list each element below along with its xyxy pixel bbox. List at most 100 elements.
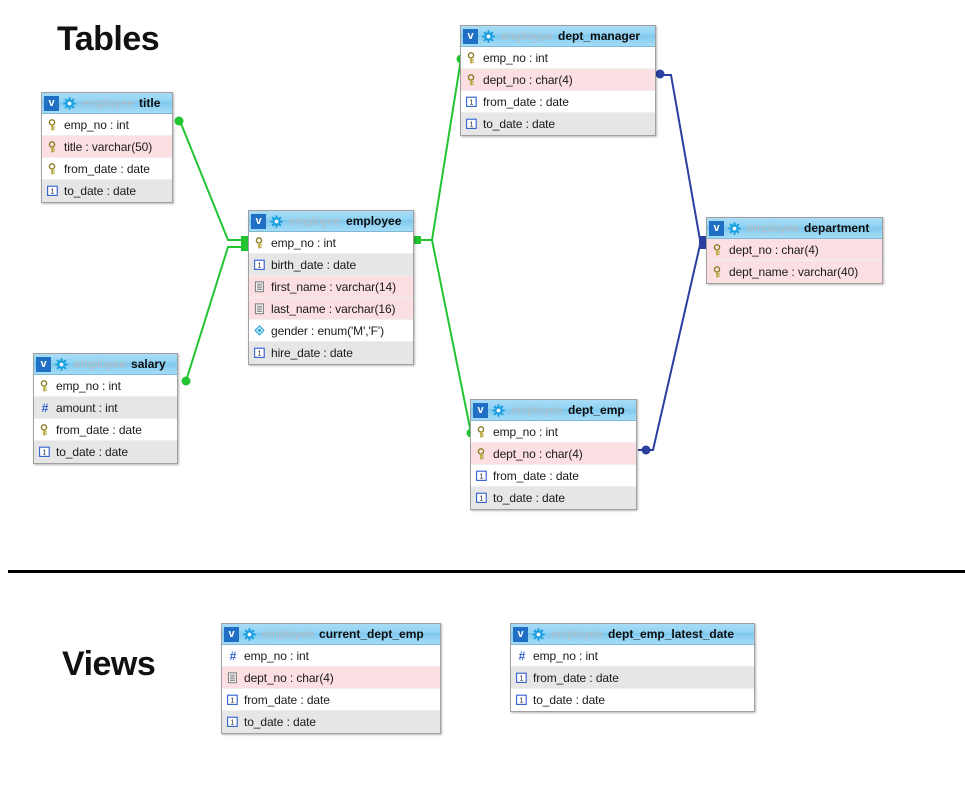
key-icon xyxy=(47,162,59,175)
gear-icon xyxy=(270,214,283,228)
svg-text:1: 1 xyxy=(469,121,473,128)
entity-field-row[interactable]: title : varchar(50) xyxy=(42,136,172,158)
entity-field-row[interactable]: from_date : date xyxy=(42,158,172,180)
text-icon xyxy=(254,280,266,293)
entity-field-row[interactable]: #amount : int xyxy=(34,397,177,419)
entity-field-row[interactable]: dept_no : char(4) xyxy=(222,667,440,689)
entity-field-row[interactable]: emp_no : int xyxy=(461,47,655,69)
entity-field-row[interactable]: gender : enum('M','F') xyxy=(249,320,413,342)
entity-schema-label: employee xyxy=(501,29,554,43)
relationship-dept-emp-department[interactable] xyxy=(638,241,706,455)
entity-field-row[interactable]: emp_no : int xyxy=(42,114,172,136)
key-icon xyxy=(712,266,724,278)
view-badge-icon: v xyxy=(463,28,478,44)
key-icon xyxy=(39,379,51,392)
entity-field-row[interactable]: emp_no : int xyxy=(249,232,413,254)
entity-schema-label: employee xyxy=(74,357,127,371)
tables-section-title: Tables xyxy=(57,20,160,58)
key-icon xyxy=(39,423,51,436)
entity-field-row[interactable]: 1 to_date : date xyxy=(222,711,440,733)
gear-icon xyxy=(243,627,256,641)
gear-icon xyxy=(63,96,76,110)
entity-field-label: last_name : varchar(16) xyxy=(271,301,396,316)
relationship-employee-title[interactable] xyxy=(174,116,249,245)
entity-field-label: to_date : date xyxy=(244,715,316,729)
entity-name-label: dept_emp_latest_date xyxy=(608,627,735,641)
entity-field-row[interactable]: dept_no : char(4) xyxy=(461,69,655,91)
entity-field-row[interactable]: 1 from_date : date xyxy=(222,689,440,711)
entity-field-row[interactable]: last_name : varchar(16) xyxy=(249,298,413,320)
entity-salary[interactable]: v employee salary emp_no : int#amount : int… xyxy=(33,353,178,464)
entity-field-row[interactable]: dept_no : char(4) xyxy=(471,443,636,465)
entity-name-label: title xyxy=(139,96,161,110)
entity-name-label: department xyxy=(804,221,870,235)
entity-field-label: to_date : date xyxy=(56,445,128,459)
entity-field-row[interactable]: 1 to_date : date xyxy=(461,113,655,135)
entity-field-label: from_date : date xyxy=(64,161,150,176)
key-icon xyxy=(466,73,478,86)
view-badge-icon: v xyxy=(36,356,51,372)
entity-header-salary[interactable]: v employee salary xyxy=(34,354,177,375)
date-icon: 1 xyxy=(227,716,239,728)
entity-field-row[interactable]: dept_no : char(4) xyxy=(707,239,882,261)
entity-schema-label: employee xyxy=(551,627,604,641)
entity-field-row[interactable]: #emp_no : int xyxy=(511,645,754,667)
entity-field-row[interactable]: #emp_no : int xyxy=(222,645,440,667)
entity-field-label: from_date : date xyxy=(244,692,330,707)
entity-schema-label: employee xyxy=(262,627,315,641)
entity-field-row[interactable]: dept_name : varchar(40) xyxy=(707,261,882,283)
entity-schema-label: employee xyxy=(511,403,564,417)
entity-field-label: to_date : date xyxy=(483,117,555,131)
number-icon: # xyxy=(518,648,526,663)
date-icon: 1 xyxy=(254,259,266,271)
key-icon xyxy=(47,140,59,153)
entity-field-row[interactable]: emp_no : int xyxy=(34,375,177,397)
entity-field-label: from_date : date xyxy=(493,468,579,483)
entity-field-label: from_date : date xyxy=(533,670,619,685)
entity-field-row[interactable]: first_name : varchar(14) xyxy=(249,276,413,298)
relationship-employee-salary[interactable] xyxy=(181,243,249,386)
date-icon: 1 xyxy=(476,492,488,504)
date-icon: 1 xyxy=(516,694,528,706)
date-icon: 1 xyxy=(47,185,59,197)
relationship-employee-dept-emp[interactable] xyxy=(415,239,476,438)
entity-field-row[interactable]: emp_no : int xyxy=(471,421,636,443)
entity-field-label: emp_no : int xyxy=(271,235,336,250)
relationship-dept-manager-department[interactable] xyxy=(655,69,707,245)
entity-name-label: salary xyxy=(131,357,166,371)
text-icon xyxy=(227,671,239,684)
entity-field-row[interactable]: from_date : date xyxy=(34,419,177,441)
date-icon: 1 xyxy=(227,694,239,706)
entity-field-label: dept_name : varchar(40) xyxy=(729,265,859,279)
entity-field-label: hire_date : date xyxy=(271,346,353,360)
entity-name-label: current_dept_emp xyxy=(319,627,424,641)
date-icon: 1 xyxy=(466,96,478,108)
entity-name-label: employee xyxy=(346,214,402,228)
relationship-employee-dept-manager[interactable] xyxy=(414,54,466,245)
entity-field-label: dept_no : char(4) xyxy=(729,242,819,257)
